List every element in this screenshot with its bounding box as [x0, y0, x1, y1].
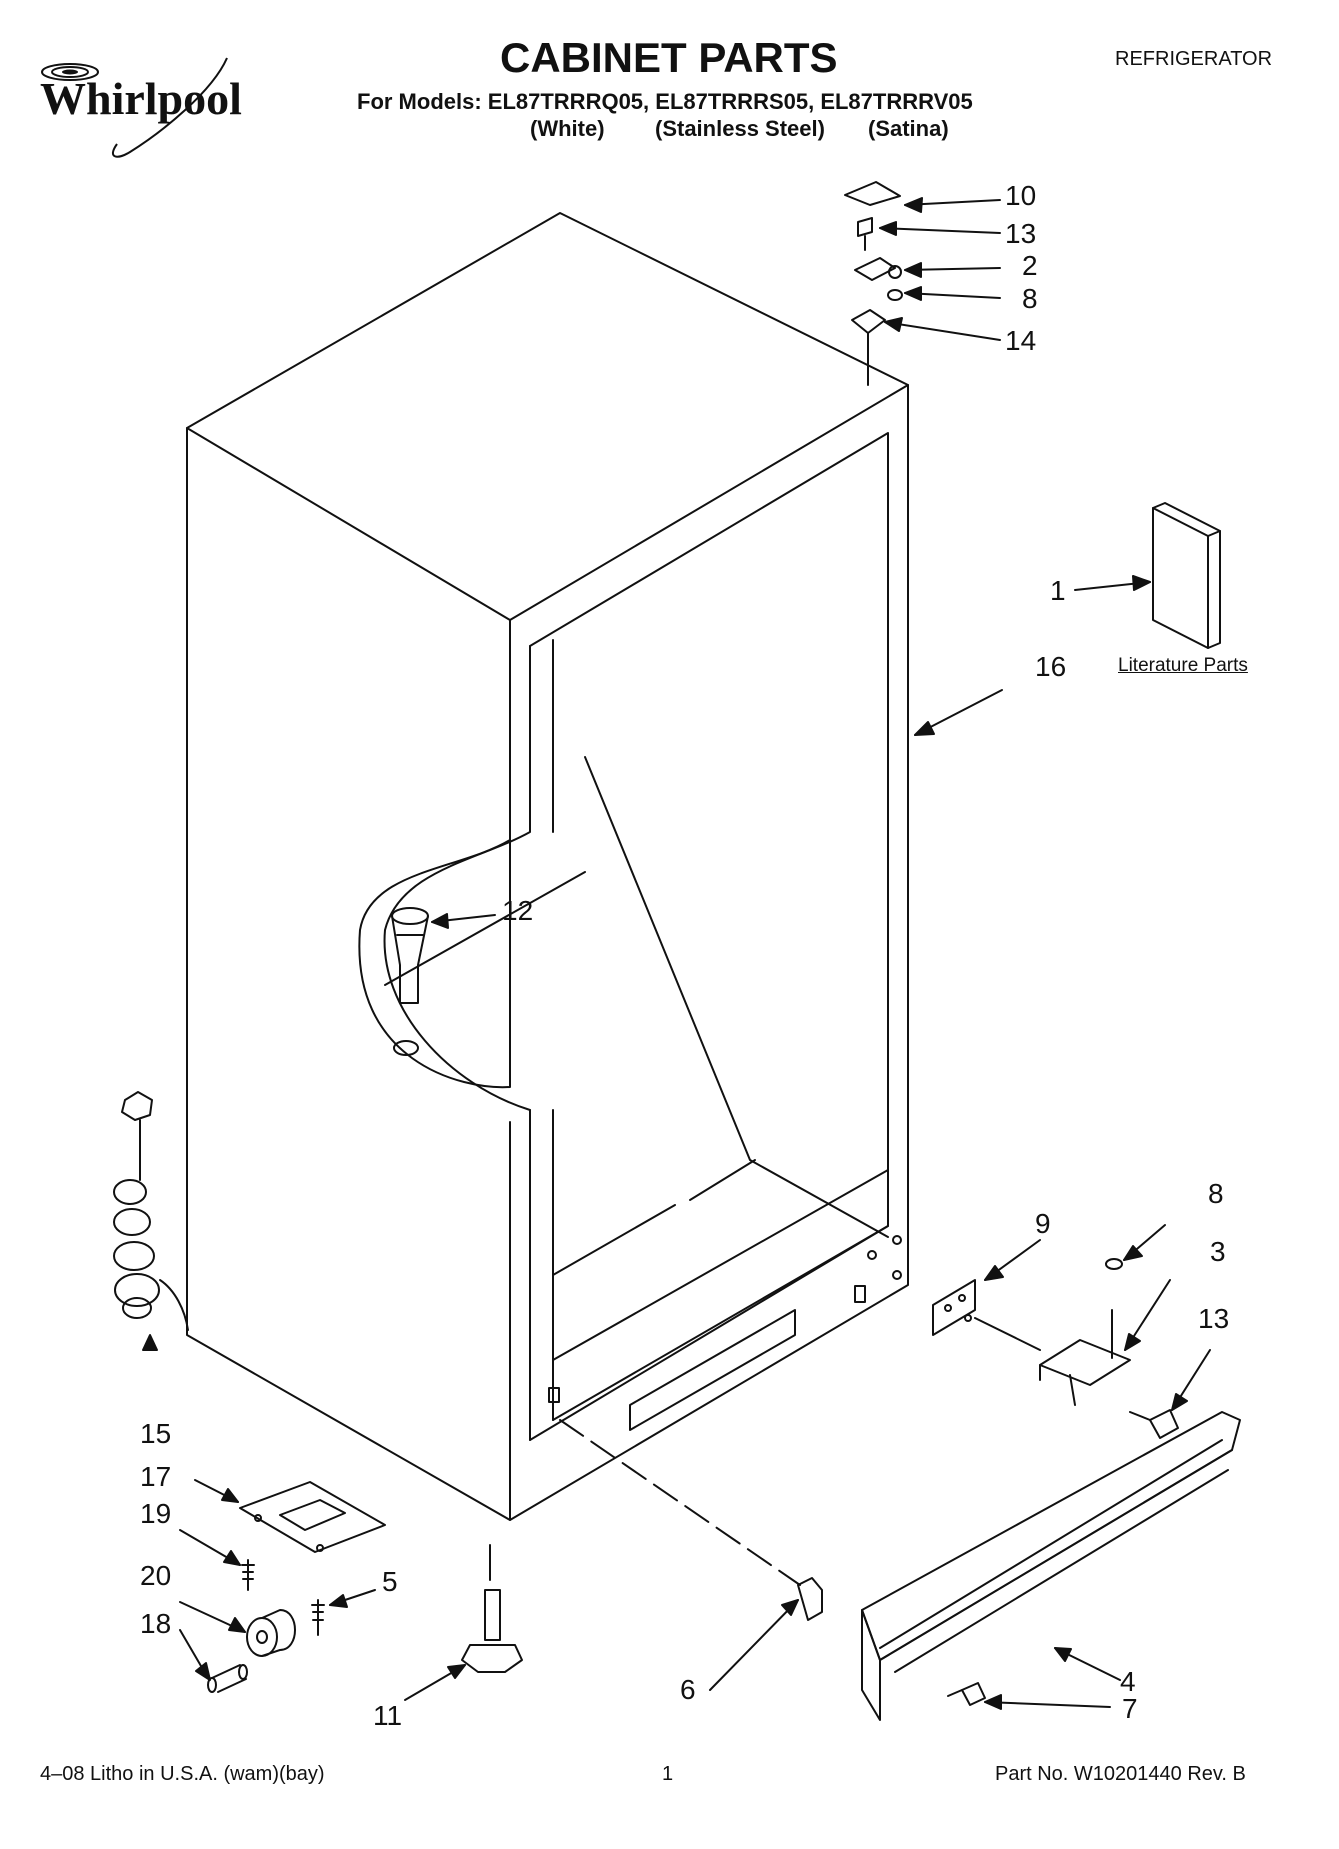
callout-number: 8: [1208, 1178, 1224, 1209]
callout-number: 7: [1122, 1693, 1138, 1724]
callout-number: 17: [140, 1461, 172, 1492]
document-type: REFRIGERATOR: [1115, 48, 1273, 70]
logo-swoosh-icon: [41, 57, 228, 158]
power-cord: [113, 1091, 189, 1331]
callout-number: 13: [1198, 1303, 1230, 1334]
alignment-line: [559, 1419, 801, 1586]
callout-number: 11: [373, 1700, 403, 1731]
top-hinge-assembly: [844, 181, 903, 386]
page-title: CABINET PARTS: [500, 34, 838, 81]
roller-and-axle: [207, 1609, 296, 1693]
callout-number: 19: [140, 1498, 172, 1529]
leader-arrows: [142, 197, 1211, 1710]
variant-label: (White): [530, 116, 605, 141]
callout-number: 5: [382, 1566, 398, 1597]
page-number: 1: [662, 1763, 674, 1785]
screws-small: [241, 1559, 325, 1636]
callout-number: 13: [1005, 218, 1037, 249]
callout-number: 1: [1050, 575, 1066, 606]
toe-grille: [861, 1411, 1241, 1721]
hinge-plate: [932, 1279, 976, 1336]
variant-label: (Stainless Steel): [655, 116, 825, 141]
callout-number: 14: [1005, 325, 1037, 356]
callout-number: 15: [140, 1418, 172, 1449]
callout-number: 2: [1022, 250, 1038, 281]
literature-booklet: [1152, 502, 1221, 649]
callout-number: 3: [1210, 1236, 1226, 1267]
alignment-line: [974, 1317, 1041, 1351]
callout-number: 16: [1035, 651, 1067, 682]
callout-number: 20: [140, 1560, 172, 1591]
drain-tube-part: [391, 907, 429, 1004]
bottom-hinge: [1039, 1258, 1179, 1439]
roller-bracket: [239, 1481, 386, 1553]
callout-number: 10: [1005, 180, 1037, 211]
leveling-leg: [461, 1544, 523, 1673]
variant-label: (Satina): [868, 116, 949, 141]
brand-name: Whirlpool: [40, 73, 242, 124]
callout-number: 8: [1022, 283, 1038, 314]
models-line: For Models: EL87TRRRQ05, EL87TRRRS05, EL…: [357, 89, 973, 114]
callout-number: 4: [1120, 1666, 1136, 1697]
part-number: Part No. W10201440 Rev. B: [995, 1763, 1246, 1785]
litho-info: 4–08 Litho in U.S.A. (wam)(bay): [40, 1763, 325, 1785]
callout-number: 6: [680, 1674, 696, 1705]
literature-parts-label: Literature Parts: [1118, 655, 1248, 676]
callout-number: 18: [140, 1608, 172, 1639]
callout-number: 9: [1035, 1208, 1051, 1239]
cabinet-body: [186, 212, 909, 1521]
callout-number: 12: [502, 895, 534, 926]
grille-clip-and-screw: [797, 1577, 986, 1706]
